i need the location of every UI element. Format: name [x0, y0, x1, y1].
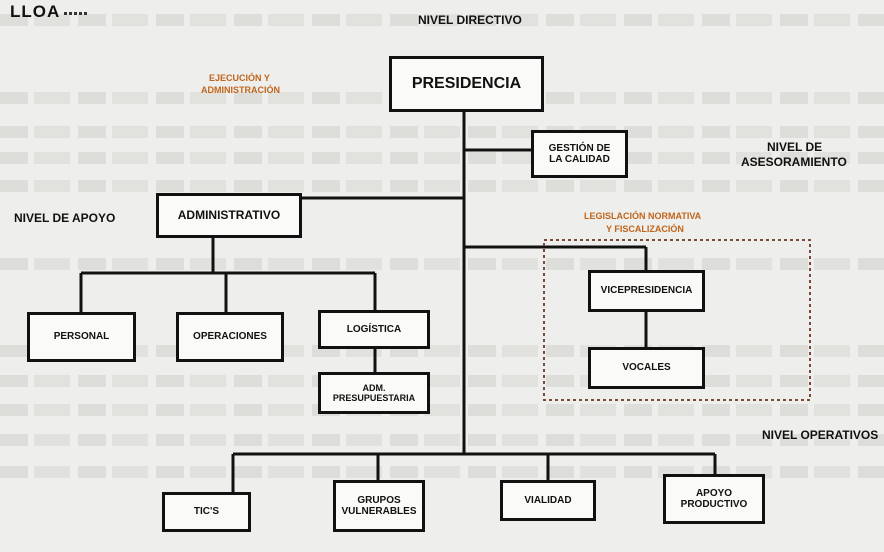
execution-annotation-line1: EJECUCIÓN Y: [209, 73, 270, 83]
gestion-calidad-box: GESTIÓN DE LA CALIDAD: [531, 130, 628, 178]
gestion-calidad-label-line2: LA CALIDAD: [549, 154, 610, 165]
legislation-annotation-line1: LEGISLACIÓN NORMATIVA: [584, 211, 702, 221]
advisory-dotted-frame: [543, 239, 811, 401]
level-advisory-label-line1: NIVEL DE: [767, 140, 823, 154]
apoyo-productivo-box: APOYO PRODUCTIVO: [663, 474, 765, 524]
personal-box: PERSONAL: [27, 312, 136, 362]
apoyo-productivo-label-line1: APOYO: [695, 487, 733, 499]
execution-annotation-line2: ADMINISTRACIÓN: [201, 85, 280, 95]
vocales-label: VOCALES: [622, 362, 671, 374]
vialidad-label: VIALIDAD: [524, 494, 572, 506]
operaciones-label: OPERACIONES: [193, 331, 267, 343]
logistica-label: LOGÍSTICA: [346, 323, 402, 335]
vialidad-box: VIALIDAD: [500, 480, 596, 521]
level-support-label: NIVEL DE APOYO: [14, 211, 116, 225]
vicepresidencia-box: VICEPRESIDENCIA: [588, 270, 705, 312]
level-advisory-label-line2: ASESORAMIENTO: [741, 155, 847, 169]
legislation-annotation-line2: Y FISCALIZACIÓN: [606, 224, 684, 234]
presidencia-box: PRESIDENCIA: [389, 56, 544, 112]
tics-label: TIC'S: [193, 506, 220, 518]
adm-presupuestaria-label-line1: ADM.: [362, 382, 386, 393]
tics-box: TIC'S: [162, 492, 251, 532]
adm-presupuestaria-box: ADM. PRESUPUESTARIA: [318, 372, 430, 414]
administrativo-label: ADMINISTRATIVO: [177, 207, 281, 222]
grupos-vulnerables-label-line1: GRUPOS: [357, 494, 401, 506]
vocales-box: VOCALES: [588, 347, 705, 389]
personal-label: PERSONAL: [53, 331, 110, 343]
adm-presupuestaria-label-line2: PRESUPUESTARIA: [332, 393, 416, 403]
presidencia-label: PRESIDENCIA: [411, 74, 522, 92]
grupos-vulnerables-box: GRUPOS VULNERABLES: [333, 480, 425, 532]
logo-dots: [64, 12, 88, 15]
apoyo-productivo-label-line2: PRODUCTIVO: [680, 499, 748, 510]
vicepresidencia-label: VICEPRESIDENCIA: [600, 285, 693, 297]
administrativo-box: ADMINISTRATIVO: [156, 193, 302, 238]
logistica-box: LOGÍSTICA: [318, 310, 430, 349]
level-directive-label: NIVEL DIRECTIVO: [418, 13, 522, 27]
operaciones-box: OPERACIONES: [176, 312, 284, 362]
logo-text: LLOA: [10, 2, 61, 21]
gestion-calidad-label-line1: GESTIÓN DE: [548, 142, 611, 154]
level-operative-label: NIVEL OPERATIVOS: [762, 428, 879, 442]
grupos-vulnerables-label-line2: VULNERABLES: [341, 506, 417, 517]
